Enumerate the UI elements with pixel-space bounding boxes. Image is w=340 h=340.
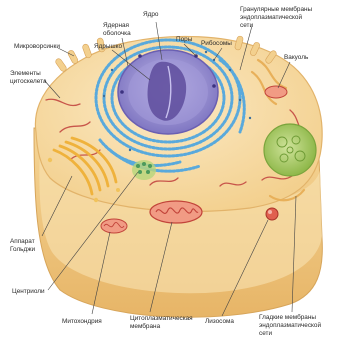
mitochondrion-large [150,201,202,223]
label-nuclear-envelope-1: Ядерная [103,22,129,29]
label-cytoskeleton-1: Элементы [10,70,41,77]
label-cell-membrane-2: мембрана [130,323,160,330]
label-centrioles: Центриоли [12,288,45,295]
label-mitochondria: Митохондрия [62,318,102,325]
label-cell-membrane-1: Цитоплазматическая [130,315,193,322]
lysosome [266,208,278,220]
label-granular-er-3: сети [240,22,253,29]
label-granular-er-1: Гранулярные мембраны [240,6,312,13]
centriole [132,160,156,180]
mitochondrion-right [265,86,287,98]
vacuole [264,124,316,176]
label-golgi-1: Аппарат [10,238,35,245]
label-golgi-2: Гольджи [10,246,35,253]
label-smooth-er-2: эндоплазматической [259,322,321,329]
label-vacuole: Вакуоль [284,54,308,61]
label-ribosomes: Рибосомы [201,40,232,47]
label-smooth-er-1: Гладкие мембраны [259,314,316,321]
label-nucleus: Ядро [143,11,158,18]
label-granular-er-2: эндоплазматической [240,14,302,21]
mitochondrion-small [101,219,127,233]
label-smooth-er-3: сети [259,330,272,337]
label-nuclear-envelope-2: оболочка [103,30,131,37]
label-lysosome: Лизосома [205,318,234,325]
label-microvilli: Микроворсинки [14,43,60,50]
label-nucleolus: Ядрышко [94,43,122,50]
label-cytoskeleton-2: цитоскелета [10,78,47,85]
label-pores: Поры [176,36,192,43]
